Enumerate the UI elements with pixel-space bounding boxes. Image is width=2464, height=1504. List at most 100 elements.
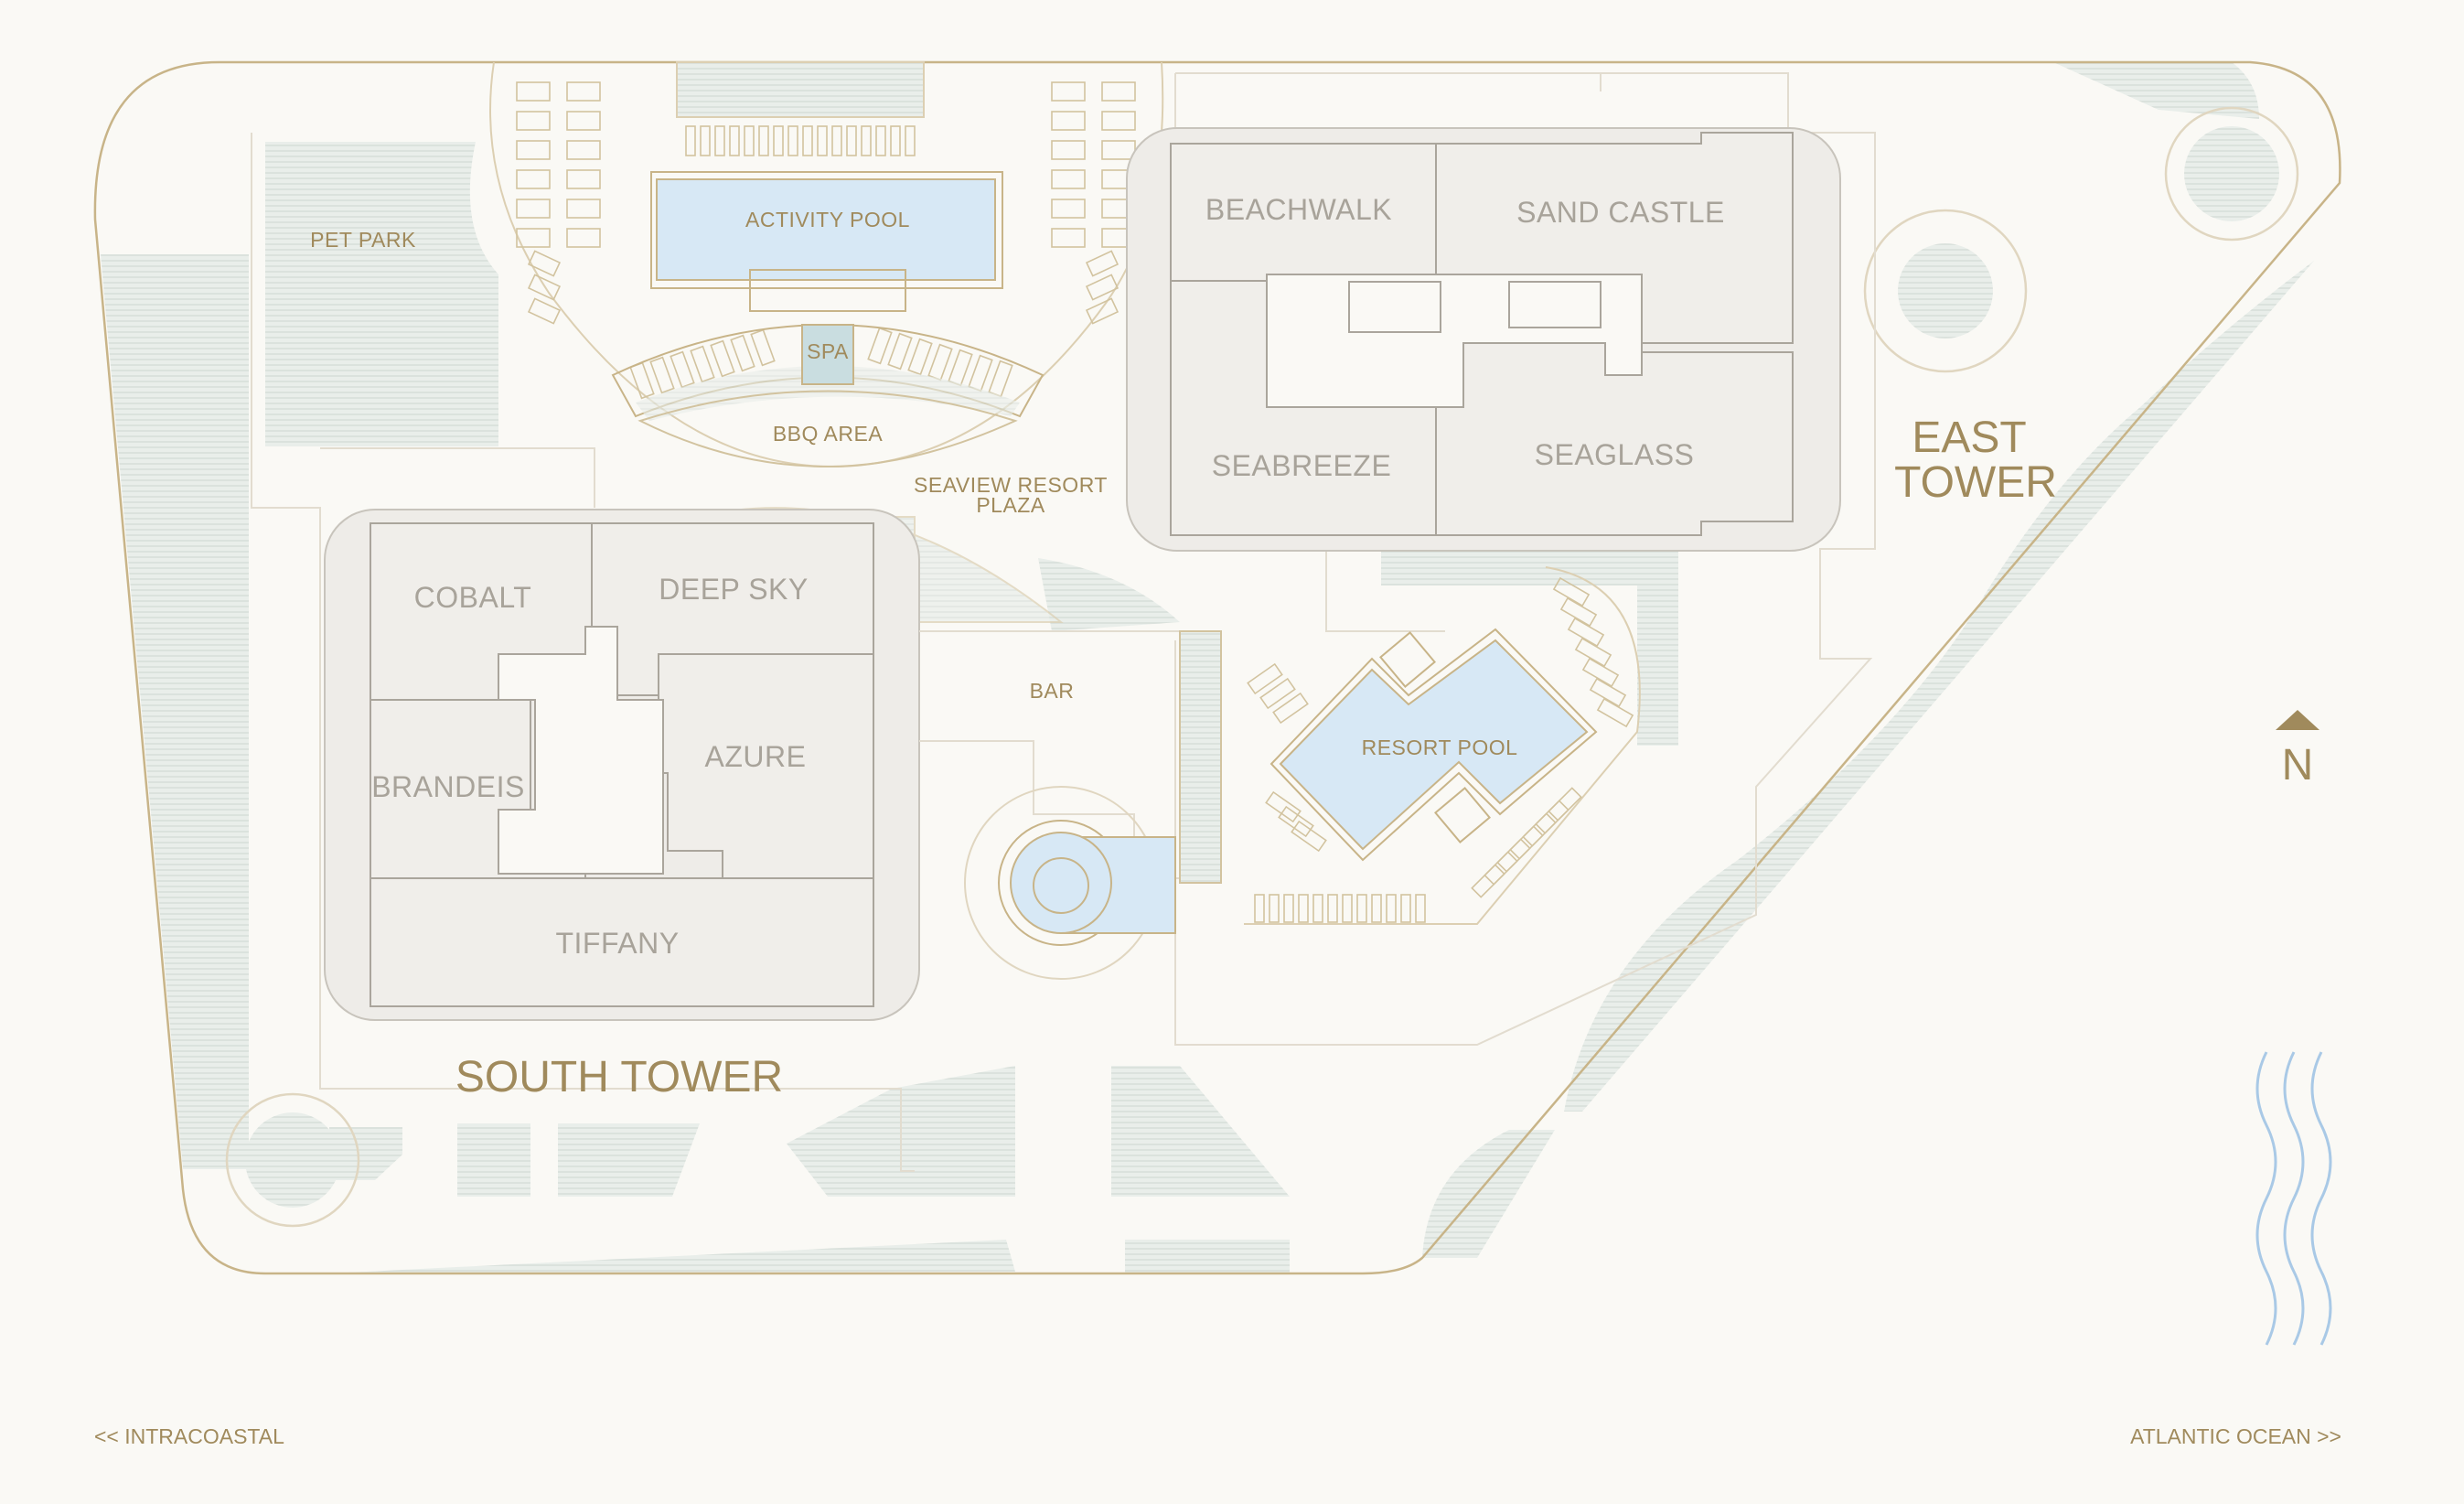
label-beachwalk: BEACHWALK bbox=[1205, 193, 1392, 226]
direction-atlantic-ocean: ATLANTIC OCEAN >> bbox=[2130, 1424, 2341, 1448]
lounge-chair bbox=[817, 125, 828, 156]
lounge-chair bbox=[1051, 199, 1086, 219]
lounge-chair bbox=[1051, 228, 1086, 248]
lounge-chair bbox=[1051, 169, 1086, 189]
south-tower bbox=[324, 509, 920, 1021]
lounge-chair bbox=[787, 125, 798, 156]
lounge-chair bbox=[905, 125, 916, 156]
lounge-chair bbox=[927, 343, 953, 381]
lounge-chair bbox=[1283, 894, 1294, 923]
lounge-chair bbox=[710, 339, 735, 378]
lounge-chair bbox=[527, 274, 562, 301]
lounge-chair bbox=[1509, 825, 1544, 860]
lounge-chair bbox=[527, 250, 562, 277]
lounge-chair bbox=[1101, 111, 1136, 131]
lounge-chair bbox=[1371, 894, 1382, 923]
lounge-chair bbox=[516, 199, 551, 219]
lounge-chair bbox=[1312, 894, 1323, 923]
lounge-chair bbox=[1548, 787, 1582, 822]
label-brandeis: BRANDEIS bbox=[371, 770, 525, 803]
lounge-chair bbox=[802, 125, 813, 156]
spa-water bbox=[801, 324, 854, 385]
lounge-chair bbox=[566, 111, 601, 131]
label-plaza-line2: PLAZA bbox=[976, 493, 1045, 517]
lounge-chair bbox=[1051, 111, 1086, 131]
label-cobalt: COBALT bbox=[414, 581, 532, 614]
lounge-chair bbox=[1085, 274, 1120, 301]
activity-pool-deck bbox=[489, 61, 1164, 468]
lounge-chair bbox=[1342, 894, 1353, 923]
lounge-chair bbox=[1265, 790, 1302, 823]
lounge-chair bbox=[566, 199, 601, 219]
lounge-chair bbox=[1496, 838, 1531, 873]
lounge-chair bbox=[1559, 596, 1598, 628]
lounge-chair bbox=[516, 111, 551, 131]
lounge-chair bbox=[714, 125, 725, 156]
lounge-chair bbox=[566, 140, 601, 160]
label-bar: BAR bbox=[1030, 679, 1075, 703]
lounge-chair bbox=[1484, 851, 1518, 886]
lounge-chair bbox=[1356, 894, 1367, 923]
ocean-waves bbox=[2255, 1051, 2332, 1346]
unit-beachwalk bbox=[1170, 143, 1437, 282]
bar-pool-water bbox=[1010, 832, 1112, 934]
lounge-chair bbox=[1298, 894, 1309, 923]
lounge-chair bbox=[1254, 894, 1265, 923]
lounge-chair bbox=[1574, 637, 1612, 668]
lounge-chair bbox=[1247, 662, 1283, 695]
lounge-chair bbox=[1581, 657, 1620, 688]
label-bbq-area: BBQ AREA bbox=[773, 422, 883, 446]
direction-intracoastal: << INTRACOASTAL bbox=[94, 1424, 284, 1448]
bar-area bbox=[919, 630, 1222, 980]
lounge-chair bbox=[846, 125, 857, 156]
lounge-chair bbox=[890, 125, 901, 156]
lounge-chair bbox=[744, 125, 755, 156]
east-tower bbox=[1126, 127, 1841, 552]
lounge-chair bbox=[1552, 576, 1591, 607]
lounge-chair bbox=[1535, 800, 1569, 834]
lounge-chair bbox=[1085, 297, 1120, 325]
lounge-chair bbox=[948, 349, 973, 387]
landscaping bbox=[101, 62, 2314, 1273]
lounge-chair bbox=[527, 297, 562, 325]
lounge-chair bbox=[1415, 894, 1426, 923]
lounge-chair bbox=[1269, 894, 1280, 923]
resort-pool-water bbox=[1279, 639, 1589, 851]
lounge-chair bbox=[566, 169, 601, 189]
lounge-chair bbox=[968, 354, 993, 392]
lounge-chair bbox=[670, 350, 695, 389]
lounge-chair bbox=[1567, 617, 1605, 648]
label-sand-castle: SAND CASTLE bbox=[1516, 196, 1725, 229]
lounge-chair bbox=[516, 169, 551, 189]
label-deep-sky: DEEP SKY bbox=[659, 573, 808, 606]
label-east-tower-line2: TOWER bbox=[1894, 458, 2057, 507]
lounge-chair bbox=[1051, 81, 1086, 102]
compass-arrow-icon bbox=[2276, 710, 2319, 730]
lounge-chair bbox=[1522, 812, 1557, 847]
label-seaglass: SEAGLASS bbox=[1535, 438, 1695, 471]
lounge-chair bbox=[831, 125, 842, 156]
lounge-chair bbox=[729, 125, 740, 156]
label-east-tower-line1: EAST bbox=[1912, 414, 2026, 462]
label-seabreeze: SEABREEZE bbox=[1212, 449, 1392, 482]
activity-pool-water bbox=[656, 178, 996, 281]
label-resort-pool: RESORT POOL bbox=[1362, 736, 1518, 759]
compass-label: N bbox=[2282, 741, 2314, 790]
lounge-chair bbox=[887, 332, 913, 371]
label-south-tower: SOUTH TOWER bbox=[455, 1053, 783, 1101]
lounge-chair bbox=[730, 334, 755, 372]
lounge-chair bbox=[1386, 894, 1397, 923]
lounge-chair bbox=[1272, 692, 1309, 725]
lounge-chair bbox=[566, 81, 601, 102]
lounge-chair bbox=[773, 125, 784, 156]
lounge-chair bbox=[750, 328, 776, 367]
lounge-chair bbox=[1051, 140, 1086, 160]
lounge-chair bbox=[516, 140, 551, 160]
lounge-chair bbox=[516, 81, 551, 102]
lounge-chair bbox=[1471, 864, 1505, 898]
lounge-chair bbox=[1327, 894, 1338, 923]
label-tiffany: TIFFANY bbox=[555, 927, 679, 960]
lounge-chair bbox=[867, 327, 893, 365]
lounge-chair bbox=[1400, 894, 1411, 923]
